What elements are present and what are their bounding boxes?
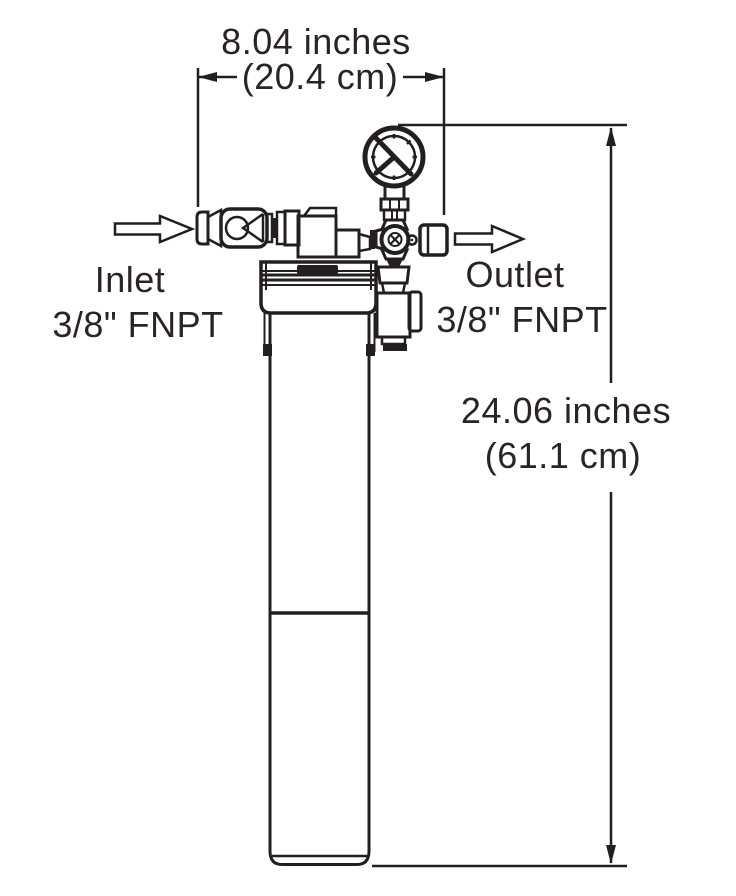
- flow-arrow-right-icon: [113, 214, 196, 244]
- dim-arrow-left-icon: [198, 72, 217, 82]
- flow-arrow-right-icon: [453, 224, 527, 254]
- width-dimension-inches: 8.04 inches: [221, 21, 411, 62]
- dim-arrow-down-icon: [606, 845, 616, 864]
- inlet-label: Inlet: [95, 259, 166, 300]
- outlet-port-nut: [418, 223, 449, 257]
- dim-arrow-up-icon: [606, 127, 616, 146]
- brand-label: [297, 265, 338, 274]
- gauge-needle: [371, 133, 414, 177]
- inlet: Inlet 3/8" FNPT: [52, 214, 223, 345]
- cartridge-body: [268, 313, 371, 866]
- height-dimension-inches: 24.06 inches: [461, 390, 671, 431]
- outlet-label: Outlet: [465, 254, 564, 295]
- width-dimension: 8.04 inches (20.4 cm): [196, 21, 446, 215]
- filter-head: [259, 260, 378, 356]
- inlet-valve-assembly: [195, 207, 301, 249]
- head-clip-left: [263, 344, 272, 356]
- height-dimension-cm: (61.1 cm): [485, 435, 642, 476]
- outlet: Outlet 3/8" FNPT: [436, 224, 607, 340]
- gauge-needle-2: [373, 155, 396, 176]
- height-dimension: 24.06 inches (61.1 cm): [372, 123, 671, 868]
- outlet-valve-assembly: [370, 208, 449, 267]
- push-fit-clip: [407, 290, 423, 333]
- width-dimension-cm: (20.4 cm): [242, 56, 399, 97]
- filter-cartridge: [268, 313, 371, 866]
- inlet-spec-label: 3/8" FNPT: [52, 304, 223, 345]
- filter-head-top: [296, 206, 372, 259]
- outlet-drop-fitting: [375, 265, 423, 351]
- pressure-gauge-icon: [362, 125, 426, 212]
- outlet-spec-label: 3/8" FNPT: [436, 299, 607, 340]
- dim-arrow-right-icon: [425, 72, 444, 82]
